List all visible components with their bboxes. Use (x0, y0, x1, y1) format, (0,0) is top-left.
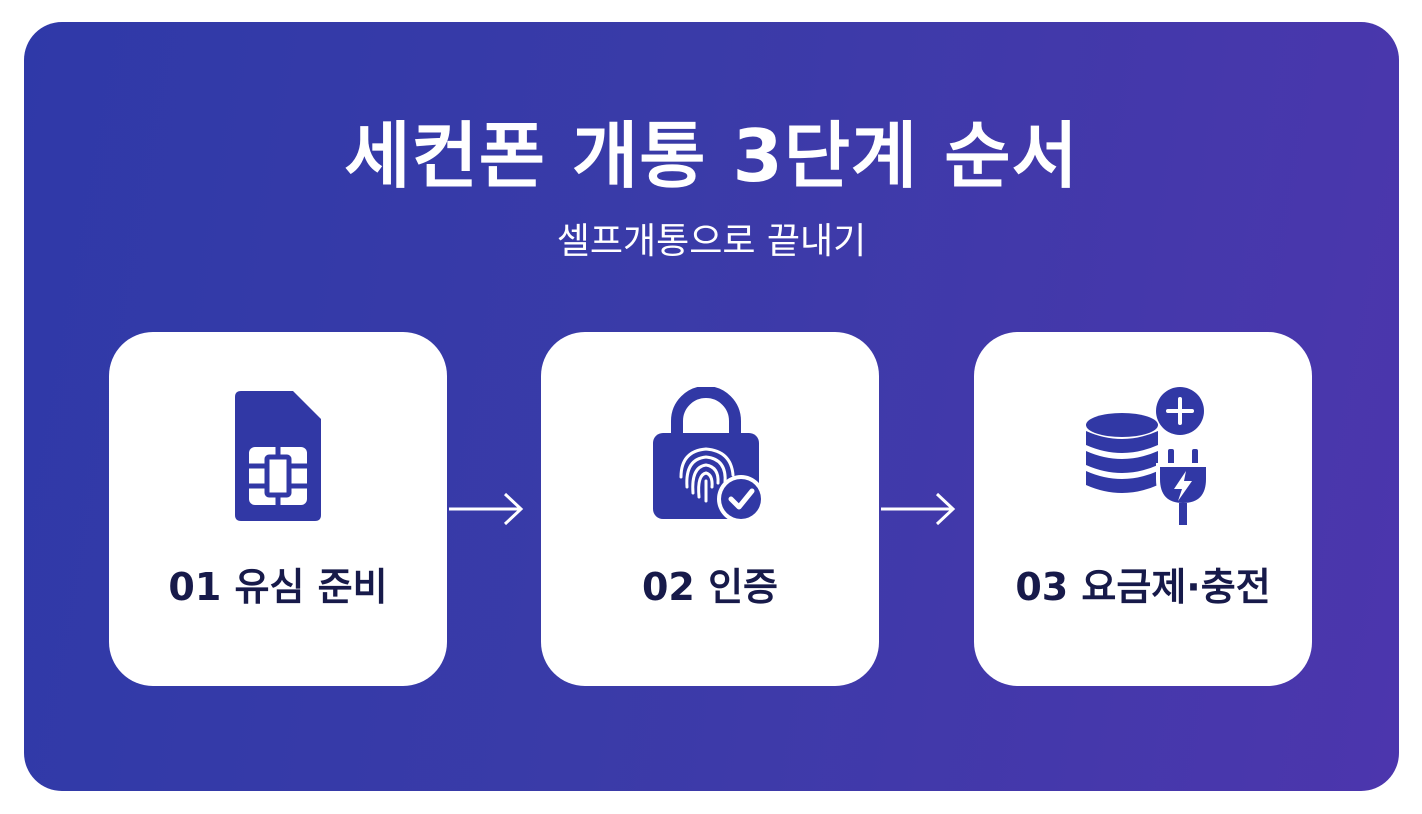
step-label-3: 03 요금제·충전 (1015, 565, 1271, 609)
step-label-2: 02 인증 (641, 565, 779, 609)
page-subtitle: 셀프개통으로 끝내기 (556, 221, 867, 262)
sim-card-icon (109, 382, 447, 532)
arrow-right-icon (449, 492, 524, 526)
fingerprint-lock-icon (541, 382, 879, 532)
step-label-1: 01 유심 준비 (168, 565, 388, 609)
step-card-3: 03 요금제·충전 (974, 332, 1312, 686)
step-card-2: 02 인증 (541, 332, 879, 686)
database-plus-plug-icon (974, 382, 1312, 532)
step-card-1: 01 유심 준비 (109, 332, 447, 686)
banner-panel: 세컨폰 개통 3단계 순서 셀프개통으로 끝내기 01 유심 준비 (24, 22, 1399, 791)
arrow-right-icon (881, 492, 956, 526)
page-title: 세컨폰 개통 3단계 순서 (344, 114, 1079, 198)
